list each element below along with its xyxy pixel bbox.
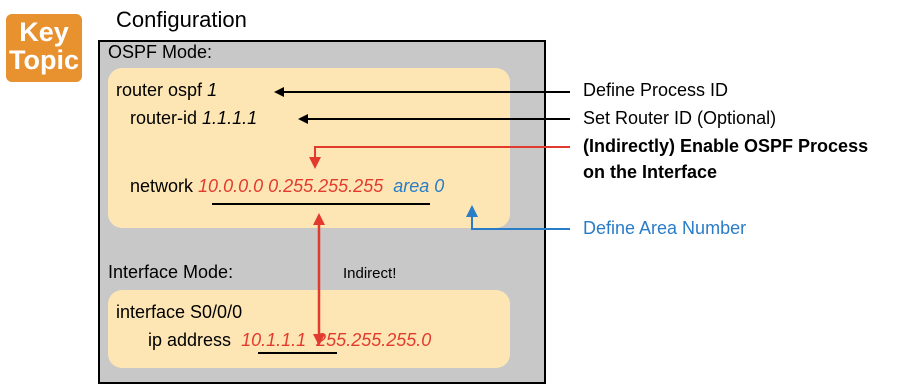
badge-line1: Key: [19, 17, 69, 47]
arrows-layer: [212, 87, 570, 354]
router-id-cmd: router-id: [130, 108, 198, 128]
area-number-arrow: [466, 205, 570, 230]
annotation-process-id: Define Process ID: [583, 80, 729, 100]
router-ospf-line: router ospf 1: [116, 80, 217, 101]
indirect-label: Indirect!: [343, 265, 397, 282]
diagram-title: Configuration: [116, 7, 247, 32]
key-topic-badge: Key Topic: [6, 14, 82, 82]
process-id-value: 1: [207, 80, 218, 100]
annotation-enable-line1: (Indirectly) Enable OSPF Process: [583, 136, 869, 156]
network-cmd: network: [130, 176, 194, 196]
interface-mode-label: Interface Mode:: [108, 262, 234, 282]
router-ospf-cmd: router ospf: [116, 80, 203, 100]
enable-ospf-arrow: [309, 146, 570, 169]
area-value: area 0: [393, 176, 445, 196]
badge-line2: Topic: [9, 45, 79, 75]
ospf-mode-label: OSPF Mode:: [108, 42, 213, 62]
annotation-enable-line2: on the Interface: [583, 162, 718, 182]
interface-mask: 255.255.255.0: [316, 330, 432, 350]
ip-address-line: ip address 10.1.1.1 255.255.255.0: [148, 330, 431, 351]
interface-ip: 10.1.1.1: [241, 330, 307, 350]
interface-mode-panel: [108, 290, 510, 368]
network-address: 10.0.0.0 0.255.255.255: [198, 176, 384, 196]
annotation-area-number: Define Area Number: [583, 218, 747, 238]
annotation-router-id: Set Router ID (Optional): [583, 108, 777, 128]
interface-line: interface S0/0/0: [116, 302, 243, 322]
network-line: network 10.0.0.0 0.255.255.255 area 0: [130, 176, 444, 197]
router-id-value: 1.1.1.1: [202, 108, 258, 128]
ip-address-cmd: ip address: [148, 330, 232, 350]
router-id-line: router-id 1.1.1.1: [130, 108, 257, 129]
